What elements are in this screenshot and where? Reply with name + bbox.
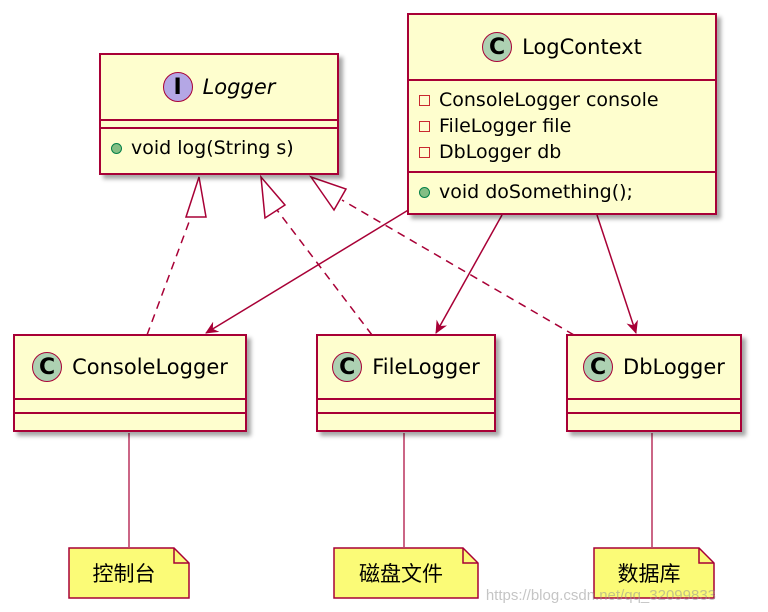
- db-logger-fields: [568, 400, 740, 414]
- method-row: void log(String s): [111, 135, 327, 161]
- console-logger-fields: [15, 400, 245, 414]
- log-context-class[interactable]: C LogContext ConsoleLogger console FileL…: [407, 13, 717, 215]
- realization-db-logger: [309, 175, 575, 336]
- db-logger-methods: [568, 414, 740, 428]
- field-label: ConsoleLogger console: [439, 89, 659, 111]
- class-icon: C: [32, 352, 63, 382]
- class-icon: C: [583, 352, 614, 382]
- log-context-header: C LogContext: [409, 15, 715, 81]
- logger-header: I Logger: [101, 55, 337, 121]
- log-context-methods: void doSomething();: [409, 173, 715, 211]
- file-logger-class[interactable]: C FileLogger: [316, 334, 496, 432]
- db-logger-header: C DbLogger: [568, 336, 740, 400]
- file-logger-fields: [318, 400, 494, 414]
- method-label: void doSomething();: [439, 181, 633, 203]
- db-logger-name: DbLogger: [623, 355, 725, 379]
- realization-file-logger: [260, 174, 373, 336]
- logger-interface[interactable]: I Logger void log(String s): [99, 53, 339, 175]
- private-icon: [419, 94, 430, 106]
- note-label: 磁盘文件: [359, 562, 443, 586]
- note-label: 控制台: [92, 562, 156, 586]
- console-logger-methods: [15, 414, 245, 428]
- note-db[interactable]: 数据库: [593, 547, 717, 601]
- note-shape: [333, 547, 479, 599]
- association-file: [435, 214, 503, 334]
- class-icon: C: [332, 352, 363, 382]
- note-file[interactable]: 磁盘文件: [333, 547, 481, 601]
- method-row: void doSomething();: [419, 179, 705, 205]
- field-row: DbLogger db: [419, 139, 705, 165]
- class-icon: C: [482, 32, 513, 62]
- logger-methods: void log(String s): [101, 129, 337, 167]
- private-icon: [419, 146, 430, 158]
- method-label: void log(String s): [131, 137, 294, 159]
- realization-console-logger: [146, 176, 207, 336]
- watermark: https://blog.csdn.net/qq_32099833: [485, 587, 716, 604]
- log-context-name: LogContext: [522, 35, 642, 59]
- public-icon: [419, 186, 430, 198]
- note-shape: [68, 547, 190, 599]
- console-logger-name: ConsoleLogger: [72, 355, 228, 379]
- field-label: FileLogger file: [439, 115, 572, 137]
- file-logger-name: FileLogger: [372, 355, 480, 379]
- field-label: DbLogger db: [439, 141, 562, 163]
- field-row: FileLogger file: [419, 113, 705, 139]
- association-console: [205, 208, 411, 334]
- db-logger-class[interactable]: C DbLogger: [566, 334, 742, 432]
- private-icon: [419, 120, 430, 132]
- file-logger-header: C FileLogger: [318, 336, 494, 400]
- console-logger-header: C ConsoleLogger: [15, 336, 245, 400]
- logger-fields: [101, 121, 337, 129]
- association-db: [596, 214, 638, 334]
- note-console[interactable]: 控制台: [68, 547, 192, 601]
- public-icon: [111, 142, 122, 154]
- file-logger-methods: [318, 414, 494, 428]
- note-label: 数据库: [617, 562, 681, 586]
- interface-icon: I: [162, 72, 193, 102]
- console-logger-class[interactable]: C ConsoleLogger: [13, 334, 247, 432]
- field-row: ConsoleLogger console: [419, 87, 705, 113]
- logger-name: Logger: [202, 75, 276, 99]
- note-shape: [593, 547, 715, 599]
- log-context-fields: ConsoleLogger console FileLogger file Db…: [409, 81, 715, 173]
